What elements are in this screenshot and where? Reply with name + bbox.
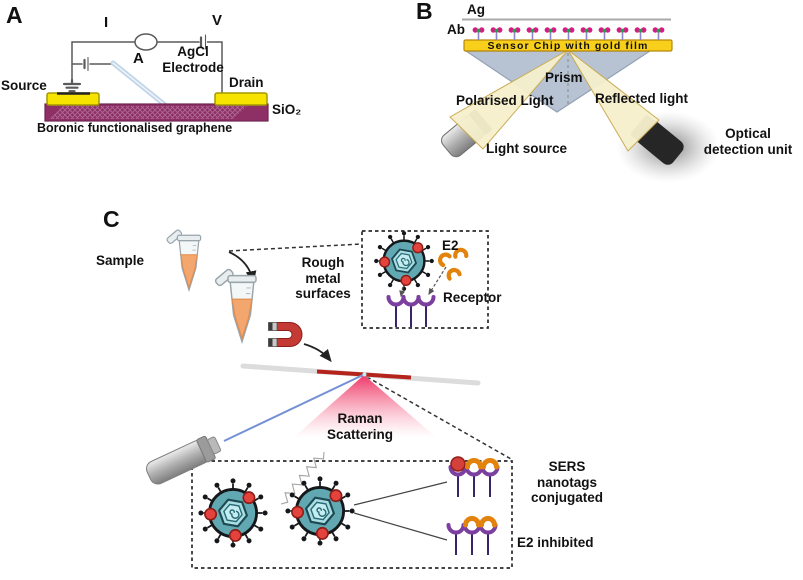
sers-nanotag — [450, 456, 466, 472]
aggregated-virus-right — [285, 476, 354, 545]
current-label: I — [104, 14, 109, 31]
light-source-label: Light source — [486, 141, 568, 156]
inset-receptors — [386, 295, 436, 329]
antibody-row — [471, 26, 666, 41]
receptor-label: Receptor — [443, 290, 502, 305]
e2-inhibited-label: E2 inhibited — [517, 535, 594, 550]
inset-virus-nanoparticle — [374, 231, 434, 291]
sample-label: Sample — [96, 253, 145, 268]
laser-device — [145, 435, 222, 485]
polarised-light-beam — [449, 49, 569, 150]
panel-a-device — [44, 92, 269, 122]
sers-nanotags-label: SERS nanotags conjugated — [530, 459, 603, 506]
voltage-label: V — [212, 12, 223, 29]
arrow-magnet-to-slide — [303, 343, 332, 363]
ammeter-icon — [134, 33, 158, 51]
source-electrode-pad — [46, 92, 100, 106]
magnet-icon — [268, 322, 303, 347]
ag-label: Ag — [467, 2, 485, 17]
arrow-virus-to-receptor — [399, 286, 406, 298]
battery-icon-left — [83, 56, 89, 72]
raman-cone — [293, 375, 437, 438]
sio2-label: SiO₂ — [272, 102, 302, 117]
e2-inhibited-receptors — [446, 519, 498, 557]
panel-c-sers-diagram — [145, 228, 513, 569]
fan-line-bottom — [353, 512, 448, 541]
aggregated-virus-left — [198, 478, 267, 547]
reflected-light-beam — [567, 49, 660, 152]
dashed-connector-tube-to-inset — [228, 243, 362, 252]
panel-a-circuit-diagram — [62, 33, 223, 108]
panel-c-letter: C — [103, 206, 120, 232]
battery-icon-top — [199, 34, 207, 50]
prism-label: Prism — [545, 70, 583, 85]
laser-spot — [362, 372, 367, 377]
source-label: Source — [1, 78, 47, 93]
ground-icon — [62, 78, 82, 93]
panel-b-spr-diagram — [441, 18, 720, 183]
bottom-box — [191, 460, 513, 569]
ammeter-label: A — [133, 50, 144, 67]
panel-a-letter: A — [6, 2, 23, 28]
sensor-chip-label: Sensor Chip with gold film — [487, 40, 649, 52]
inset-box — [361, 230, 489, 329]
rough-metal-surfaces-label: Rough metal surfaces — [295, 255, 351, 302]
polarised-light-label: Polarised Light — [456, 93, 554, 108]
e2-label: E2 — [442, 238, 459, 253]
plasmon-spring — [280, 451, 325, 505]
graphene-label: Boronic functionalised graphene — [37, 121, 233, 135]
reflected-light-label: Reflected light — [595, 91, 689, 106]
optical-detection-unit-label: Optical detection unit — [703, 126, 793, 157]
arrow-e2-to-receptor — [428, 266, 447, 296]
agcl-electrode-label: AgCl Electrode — [162, 44, 224, 75]
drain-label: Drain — [229, 75, 264, 90]
ab-label: Ab — [447, 22, 465, 37]
raman-scattering-label: Raman Scattering — [326, 411, 394, 442]
laser-beam — [223, 373, 365, 442]
drain-electrode-pad — [214, 92, 268, 106]
sers-conjugated-receptors — [448, 456, 500, 499]
panel-b-letter: B — [416, 0, 433, 24]
separation-tube — [213, 267, 257, 343]
sample-tube — [165, 228, 202, 291]
fan-line-top — [353, 481, 448, 506]
agcl-electrode-probe — [110, 60, 168, 108]
graphene-channel — [49, 106, 247, 119]
